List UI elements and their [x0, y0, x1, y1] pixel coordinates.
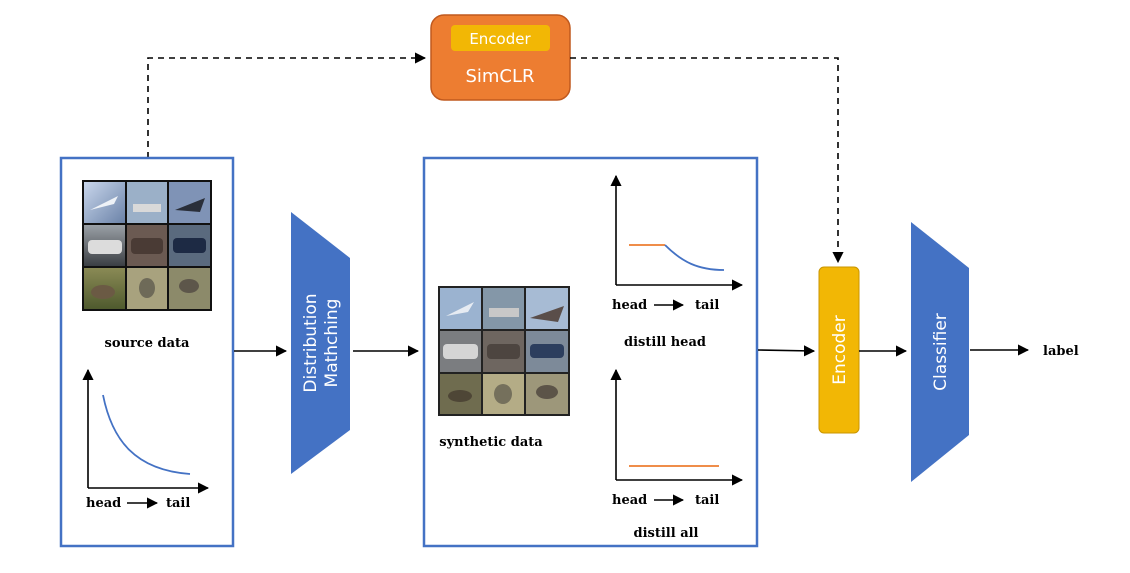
- source-frame: [59, 156, 235, 548]
- simclr-block: Encoder SimCLR: [430, 14, 571, 101]
- simclr-label: SimCLR: [465, 66, 534, 87]
- source-long-tail-curve: [102, 394, 191, 475]
- synthetic-image-grid: [438, 286, 570, 416]
- synthetic-to-encoder-arrow: [757, 345, 816, 357]
- distill-head-tail-curve: [664, 244, 725, 271]
- distribution-matching-block: Distribution Mathching: [291, 212, 350, 474]
- simclr-to-encoder-arrow: [570, 57, 844, 264]
- distill-all-axis-head: head: [612, 493, 647, 508]
- simclr-encoder-box: [451, 25, 550, 51]
- distill-all-axis-tail: tail: [695, 493, 719, 508]
- encoder-label: Encoder: [830, 315, 850, 385]
- distribution-matching-shape: [291, 212, 350, 474]
- distill-all-label: distill all: [634, 526, 699, 541]
- synthetic-data-label: synthetic data: [439, 435, 543, 450]
- distill-head-axis-head: head: [612, 298, 647, 313]
- classifier-label: Classifier: [931, 313, 951, 391]
- encoder-box: [818, 266, 860, 434]
- synthetic-panel: synthetic data head tail distill head he…: [422, 156, 759, 548]
- source-axis-tail: tail: [166, 496, 190, 511]
- distill-head-axis-tail: tail: [695, 298, 719, 313]
- output-label: label: [1043, 344, 1079, 359]
- distribution-matching-label-1: Distribution: [301, 293, 321, 392]
- distill-head-label: distill head: [624, 335, 706, 350]
- source-image-grid: [82, 180, 212, 311]
- encoder-block: Encoder: [818, 266, 860, 434]
- classifier-shape: [911, 222, 969, 482]
- distill-all-plot: [610, 368, 744, 486]
- source-distribution-plot: [82, 368, 210, 494]
- source-axis-head: head: [86, 496, 121, 511]
- source-data-label: source data: [105, 336, 191, 351]
- distribution-matching-label-2: Mathching: [322, 299, 342, 388]
- distill-head-plot: [610, 174, 744, 291]
- source-panel: source data head tail: [59, 156, 235, 548]
- dashed-connectors: [147, 52, 844, 264]
- simclr-encoder-label: Encoder: [469, 30, 531, 48]
- classifier-block: Classifier: [911, 222, 969, 482]
- source-to-simclr-arrow: [147, 52, 427, 158]
- synthetic-frame: [422, 156, 759, 548]
